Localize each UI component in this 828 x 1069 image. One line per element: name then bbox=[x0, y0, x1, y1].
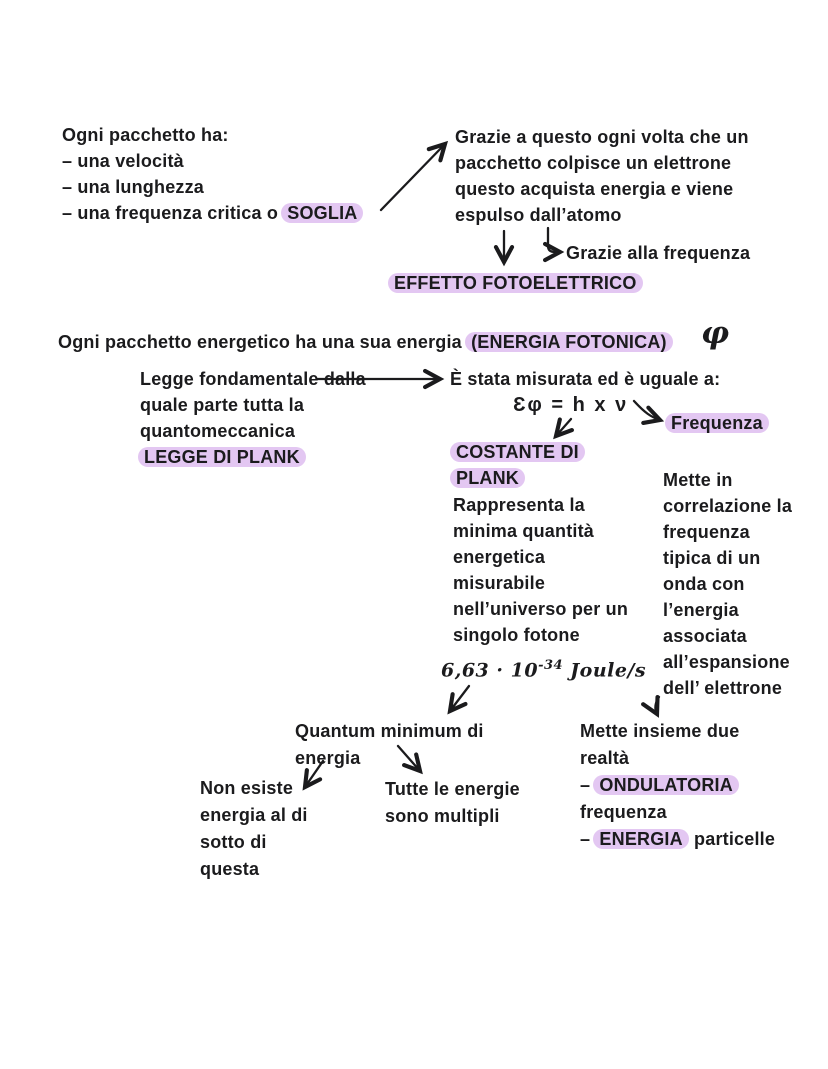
realities-item1-cont: frequenza bbox=[580, 802, 667, 822]
constant-desc-line: minima quantità bbox=[453, 521, 595, 541]
quantum-minimum-block: Quantum minimum di energia bbox=[295, 718, 484, 772]
constant-desc-line: misurabile bbox=[453, 573, 546, 593]
plank-line: PLANK bbox=[450, 465, 585, 491]
realities-line: realtà bbox=[580, 748, 630, 768]
no-energy-below-block: Non esiste energia al di sotto di questa bbox=[200, 775, 308, 883]
frequency-label: Frequenza bbox=[665, 410, 769, 436]
value-exponent: -34 bbox=[538, 658, 564, 673]
energia-highlight: ENERGIA bbox=[593, 829, 689, 849]
multiples-line: sono multipli bbox=[385, 806, 500, 826]
correlation-line: tipica di un bbox=[663, 548, 761, 568]
two-realities-block: Mette insieme due realtà – ONDULATORIA f… bbox=[580, 718, 775, 853]
phi-symbol: φ bbox=[701, 315, 730, 351]
realities-item2-dash: – bbox=[580, 829, 596, 849]
correlation-line: associata bbox=[663, 626, 747, 646]
frequenza-highlight: Frequenza bbox=[665, 413, 769, 433]
packet-item-length: – una lunghezza bbox=[62, 177, 205, 197]
planck-law-block: Legge fondamentale dalla quale parte tut… bbox=[138, 366, 366, 470]
below-line: questa bbox=[200, 859, 260, 879]
photon-energy-sentence: Ogni pacchetto energetico ha una sua ene… bbox=[58, 329, 673, 355]
constant-desc-line: energetica bbox=[453, 547, 546, 567]
below-line: Non esiste bbox=[200, 778, 294, 798]
packet-item-velocity: – una velocità bbox=[62, 151, 184, 171]
constant-desc-line: singolo fotone bbox=[453, 625, 580, 645]
planck-constant-description: Rappresenta la minima quantità energetic… bbox=[453, 492, 628, 648]
below-line: sotto di bbox=[200, 832, 267, 852]
correlation-line: dell’ elettrone bbox=[663, 678, 783, 698]
planck-law-line: quale parte tutta la bbox=[140, 395, 305, 415]
below-line: energia al di bbox=[200, 805, 308, 825]
frequency-note: Grazie alla frequenza bbox=[566, 243, 751, 263]
effect-title: EFFETTO FOTOELETTRICO bbox=[388, 270, 643, 296]
correlation-line: correlazione la bbox=[663, 496, 793, 516]
realities-line: Mette insieme due bbox=[580, 721, 740, 741]
constant-desc-line: nell’universo per un bbox=[453, 599, 629, 619]
arrow-value-to-quantum bbox=[447, 684, 471, 715]
quantum-line: energia bbox=[295, 748, 361, 768]
measured-intro: È stata misurata ed è uguale a: bbox=[450, 369, 721, 389]
realities-item1-dash: – bbox=[580, 775, 596, 795]
planck-law-line: Legge fondamentale dalla bbox=[140, 369, 366, 389]
realities-item-ondulatoria: – ONDULATORIA bbox=[580, 772, 775, 799]
multiples-line: Tutte le energie bbox=[385, 779, 520, 799]
correlation-line: onda con bbox=[663, 574, 745, 594]
realities-item2-rest: particelle bbox=[688, 829, 776, 849]
planck-law-line: quantomeccanica bbox=[140, 421, 296, 441]
correlation-column: Mette in correlazione la frequenza tipic… bbox=[663, 467, 792, 701]
quantum-line: Quantum minimum di bbox=[295, 721, 484, 741]
gain-line: Grazie a questo ogni volta che un bbox=[455, 127, 749, 147]
ondulatoria-highlight: ONDULATORIA bbox=[593, 775, 739, 795]
correlation-line: l’energia bbox=[663, 600, 739, 620]
arrow-gain-to-frequenza-note bbox=[542, 226, 565, 263]
gain-line: questo acquista energia e viene bbox=[455, 179, 734, 199]
plank-highlight: PLANK bbox=[450, 468, 525, 488]
value-mantissa: 6,63 · 10 bbox=[441, 659, 539, 682]
arrow-soglia-to-gain bbox=[379, 140, 449, 212]
correlation-line: Mette in bbox=[663, 470, 733, 490]
packet-title: Ogni pacchetto ha: bbox=[62, 125, 229, 145]
arrow-elettrone-to-realta bbox=[641, 694, 661, 718]
planck-law-title: LEGGE DI PLANK bbox=[138, 444, 366, 470]
costante-di-line: COSTANTE DI bbox=[450, 439, 585, 465]
packet-properties-list: Ogni pacchetto ha: – una velocità – una … bbox=[62, 122, 364, 226]
correlation-line: all’espansione bbox=[663, 652, 790, 672]
gain-line: espulso dall’atomo bbox=[455, 205, 622, 225]
planck-constant-label: COSTANTE DI PLANK bbox=[450, 439, 585, 491]
gain-line: pacchetto colpisce un elettrone bbox=[455, 153, 732, 173]
packet-item-threshold: – una frequenza critica o SOGLIA bbox=[62, 200, 364, 226]
realities-item-energia: – ENERGIA particelle bbox=[580, 826, 775, 853]
multiples-block: Tutte le energie sono multipli bbox=[385, 776, 520, 830]
legge-di-plank-highlight: LEGGE DI PLANK bbox=[138, 447, 306, 467]
arrow-nu-to-frequenza bbox=[632, 399, 665, 425]
soglia-highlight: SOGLIA bbox=[281, 203, 364, 223]
photon-energy-text: Ogni pacchetto energetico ha una sua ene… bbox=[58, 332, 468, 352]
arrow-h-to-costante bbox=[553, 417, 574, 440]
planck-formula: Ɛφ = h x ν bbox=[513, 394, 629, 416]
constant-desc-line: Rappresenta la bbox=[453, 495, 585, 515]
costante-di-highlight: COSTANTE DI bbox=[450, 442, 585, 462]
energia-fotonica-highlight: (ENERGIA FOTONICA) bbox=[465, 332, 673, 352]
planck-constant-value: 6,63 · 10-34 Joule/s bbox=[441, 653, 646, 683]
effect-title-highlight: EFFETTO FOTOELETTRICO bbox=[388, 273, 643, 293]
correlation-line: frequenza bbox=[663, 522, 750, 542]
electron-gain-paragraph: Grazie a questo ogni volta che un pacche… bbox=[455, 124, 749, 228]
packet-item-threshold-text: – una frequenza critica o bbox=[62, 203, 284, 223]
value-unit: Joule/s bbox=[563, 659, 647, 682]
